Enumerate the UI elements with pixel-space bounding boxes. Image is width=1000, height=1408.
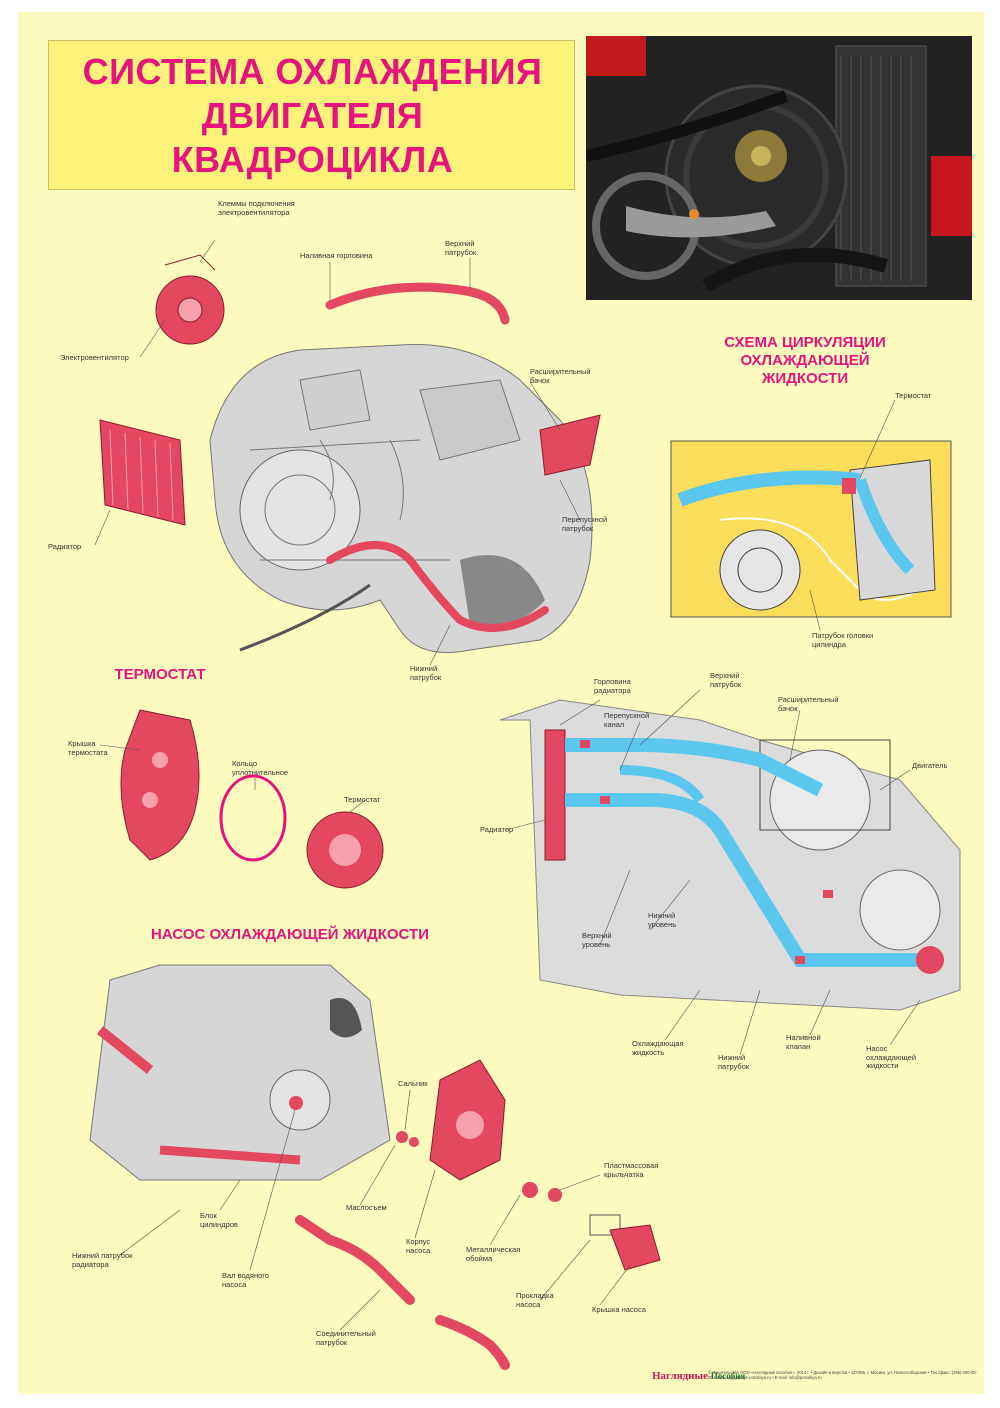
label-fan: Электровентилятор — [60, 353, 129, 362]
label-flow-upper-hose: Верхний патрубок — [710, 671, 742, 689]
lower-hose-part — [326, 541, 549, 632]
flow-scheme — [499, 699, 961, 1011]
leader-lines-pump — [119, 1089, 631, 1331]
radiator-lower-hose-part — [435, 1315, 510, 1370]
circulation-title: СХЕМА ЦИРКУЛЯЦИИ ОХЛАЖДАЮЩЕЙ ЖИДКОСТИ — [690, 334, 920, 388]
label-circ-thermostat: Термостат — [895, 391, 932, 400]
label-lower-hose: Нижний патрубок — [410, 664, 442, 682]
label-flow-upper-level: Верхний уровень — [582, 931, 612, 949]
label-flow-bypass: Перепускной канал — [604, 711, 650, 729]
expansion-tank-part — [539, 414, 601, 476]
publisher-name-2: Пособия — [710, 1371, 746, 1381]
label-flow-lower-level: Нижний уровень — [648, 911, 677, 929]
label-pump-lower-hose: Нижний патрубок радиатора — [72, 1251, 133, 1269]
engine-exploded-view — [209, 343, 593, 653]
upper-hose-part — [325, 282, 510, 325]
label-flow-lower-hose: Нижний патрубок — [718, 1053, 750, 1071]
leader-lines-circ — [809, 399, 896, 631]
publisher-fine-print: © Издательство ООО «Наглядные пособия», … — [708, 1370, 977, 1380]
label-pump-gasket: Прокладка насоса — [516, 1291, 554, 1309]
label-pump-connecting-hose: Соединительный патрубок — [316, 1329, 376, 1347]
radiator-part — [99, 419, 186, 526]
label-pump-shaft: Вал водяного насоса — [222, 1271, 270, 1289]
label-pump-plastic-impeller: Пластмассовая крыльчатка — [604, 1161, 659, 1179]
leader-lines-thermo — [99, 744, 366, 813]
label-radiator: Радиатор — [48, 542, 82, 551]
circulation-title-line-3: ЖИДКОСТИ — [761, 370, 849, 387]
pump-small-parts — [396, 1131, 661, 1271]
leader-lines-main — [94, 239, 581, 666]
pump-cover-part — [429, 1059, 506, 1181]
pump-engine-view — [89, 964, 391, 1181]
label-pump-seal2: Маслосъем — [346, 1203, 387, 1212]
title-line-2: ДВИГАТЕЛЯ — [201, 95, 424, 136]
label-circ-head-hose: Патрубок головки цилиндра — [812, 631, 874, 649]
label-bypass-hose: Перепускной патрубок — [562, 515, 608, 533]
leader-lines-flow — [504, 689, 921, 1056]
title-line-3: КВАДРОЦИКЛА — [171, 139, 454, 180]
circulation-title-line-2: ОХЛАЖДАЮЩЕЙ — [740, 352, 870, 369]
label-expansion-tank: Расширительный бачок — [530, 367, 591, 385]
label-pump-housing: Корпус насоса — [406, 1237, 431, 1255]
label-flow-coolant: Охлаждающая жидкость — [632, 1039, 684, 1057]
title-line-1: СИСТЕМА ОХЛАЖДЕНИЯ — [82, 51, 543, 92]
label-thermo-thermostat: Термостат — [344, 795, 381, 804]
thermostat-part — [306, 811, 384, 889]
connecting-hose-part — [295, 1215, 415, 1305]
circulation-title-line-1: СХЕМА ЦИРКУЛЯЦИИ — [724, 334, 886, 351]
label-flow-radiator-neck: Горловина радиатора — [594, 677, 631, 695]
publisher-logo: Наглядные Пособия — [652, 1370, 745, 1382]
label-pump-seal: Сальник — [398, 1079, 428, 1088]
pump-title: НАСОС ОХЛАЖДАЮЩЕЙ ЖИДКОСТИ — [151, 926, 429, 943]
label-flow-pump: Насос охлаждающей жидкости — [866, 1044, 917, 1070]
engine-photo — [586, 36, 972, 300]
label-thermo-housing: Крышка термостата — [68, 739, 108, 757]
fan-part — [155, 254, 225, 345]
engine-photo-drawing — [586, 36, 972, 300]
label-pump-cover: Крышка насоса — [592, 1305, 646, 1314]
label-filler-neck: Наливная горловина — [300, 251, 373, 260]
label-pump-cylinder-block: Блок цилиндров — [200, 1211, 238, 1229]
label-terminals: Клеммы подключения электровентилятора — [218, 199, 295, 217]
title-box: СИСТЕМА ОХЛАЖДЕНИЯ ДВИГАТЕЛЯ КВАДРОЦИКЛА — [48, 40, 575, 190]
label-flow-expansion-tank: Расширительный бачок — [778, 695, 839, 713]
label-flow-drain: Наливной клапан — [786, 1033, 821, 1051]
thermostat-housing-part — [120, 709, 200, 861]
footer: Наглядные Пособия © Издательство ООО «На… — [652, 1368, 982, 1390]
bypass-hose-part — [239, 583, 371, 652]
label-flow-engine: Двигатель — [912, 761, 948, 770]
label-upper-hose: Верхний патрубок — [445, 239, 477, 257]
publisher-name: Наглядные — [652, 1370, 708, 1382]
label-flow-radiator: Радиатор — [480, 825, 514, 834]
label-pump-metal-ring: Металлическая обойма — [466, 1245, 521, 1263]
label-thermo-ring: Кольцо уплотнительное — [232, 759, 289, 777]
circulation-scheme — [670, 440, 952, 618]
sealing-ring-part — [219, 774, 287, 862]
thermostat-title: ТЕРМОСТАТ — [114, 666, 206, 683]
